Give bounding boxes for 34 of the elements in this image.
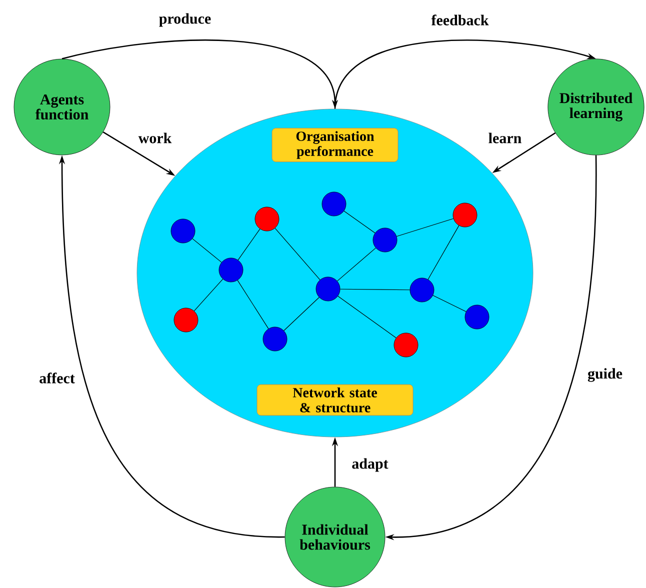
network-link bbox=[338, 296, 396, 338]
network-link bbox=[336, 248, 376, 282]
network-link bbox=[396, 218, 454, 237]
edge-label: work bbox=[138, 132, 172, 144]
network-node bbox=[316, 276, 340, 302]
network-node bbox=[254, 206, 280, 232]
network-node bbox=[218, 258, 244, 282]
network-node bbox=[262, 326, 288, 352]
network-link bbox=[274, 228, 320, 280]
network-link bbox=[237, 280, 269, 329]
network-link bbox=[428, 225, 460, 280]
network-node bbox=[322, 192, 346, 216]
edge-label: learn bbox=[488, 132, 522, 144]
network-link bbox=[284, 297, 320, 331]
edge-label: guide bbox=[588, 368, 622, 382]
edge-label: feedback bbox=[431, 14, 489, 26]
network-node bbox=[372, 228, 398, 252]
network-node bbox=[170, 218, 196, 244]
network-link bbox=[340, 288, 410, 290]
label-box: Organisation performance bbox=[272, 128, 398, 162]
network-link bbox=[238, 228, 260, 260]
network-node bbox=[464, 304, 490, 330]
edge-label: affect bbox=[40, 372, 75, 384]
network-link bbox=[344, 210, 376, 234]
network-link bbox=[432, 295, 466, 312]
edge-label: adapt bbox=[352, 458, 388, 472]
edge-label: produce bbox=[159, 13, 211, 27]
network-node bbox=[452, 202, 478, 228]
label-box: Network state & structure bbox=[256, 384, 414, 416]
network-node bbox=[174, 308, 198, 332]
network-node bbox=[410, 278, 434, 302]
network-link bbox=[192, 238, 222, 263]
network-link bbox=[194, 278, 224, 312]
network-node bbox=[394, 332, 418, 358]
